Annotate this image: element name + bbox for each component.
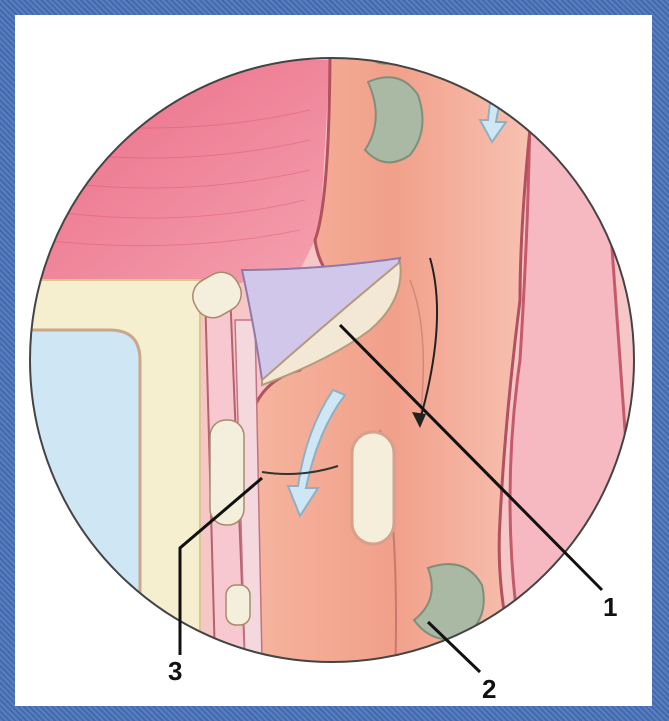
lumen-capsule: [352, 432, 394, 544]
callout-label-1: 1: [603, 592, 617, 623]
callout-label-3: 3: [168, 656, 182, 687]
circular-view: [20, 30, 660, 680]
callout-label-2: 2: [482, 674, 496, 705]
fluid-region: [20, 330, 140, 640]
outer-wall: [510, 80, 640, 640]
muscle-region: [20, 60, 330, 300]
